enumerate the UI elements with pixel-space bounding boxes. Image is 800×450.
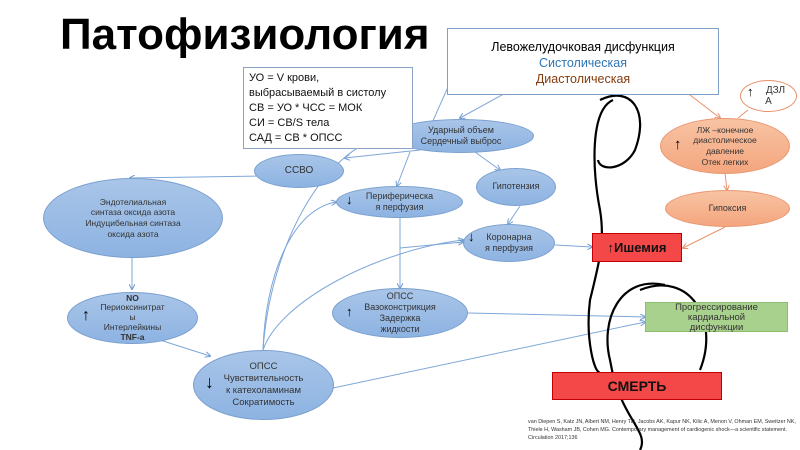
node-label: жидкости xyxy=(380,324,420,335)
node-ssvo: ССВО xyxy=(254,154,344,188)
node-label: Эндотелиальная xyxy=(99,196,167,207)
node-label: Коронарна xyxy=(486,231,532,242)
ischemia-box: ↑Ишемия xyxy=(592,233,682,262)
node-label: диастолическое xyxy=(693,135,757,146)
node-label: Гипоксия xyxy=(708,202,747,213)
node-label: ОПСС xyxy=(249,361,278,373)
node-label: ДЗЛ xyxy=(765,85,786,96)
node-label: ы xyxy=(129,312,136,323)
node-label: TNF-a xyxy=(120,331,145,342)
node-label: СМЕРТЬ xyxy=(607,378,667,394)
node-label: давление xyxy=(706,146,744,156)
formula-line: УО = V крови, выбрасываемый в систолу xyxy=(249,72,387,99)
node-label: Вазоконстрикция xyxy=(364,301,436,312)
node-label: Чувствительность xyxy=(223,373,304,385)
node-label: Ишемия xyxy=(614,240,667,255)
node-label: ОПСС xyxy=(386,290,414,301)
formula-line: СВ = УО * ЧСС = МОК xyxy=(249,102,363,114)
node-label: Отек легких xyxy=(701,156,749,167)
node-label: я перфузия xyxy=(484,243,534,253)
formula-line: СИ = СВ/S тела xyxy=(249,117,330,129)
node-label: синтаза оксида азота xyxy=(90,207,176,218)
node-label: Периоксинитрат xyxy=(100,302,165,313)
node-label: Ударный объем xyxy=(428,124,494,135)
lv-title: Левожелудочковая дисфункция xyxy=(491,40,675,54)
arrow-up-icon: ↑ xyxy=(82,307,90,324)
arrow-up-icon: ↑ xyxy=(607,240,615,255)
node-label: к катехоламинам xyxy=(226,385,301,396)
node-label: ЛЖ –конечное xyxy=(696,124,754,135)
node-label: Прогрессирование xyxy=(675,302,758,313)
node-label: оксида азота xyxy=(107,228,159,239)
arrow-down-icon: ↓ xyxy=(468,229,475,244)
diastolic-label: Диастолическая xyxy=(535,72,631,86)
formula-box: УО = V крови, выбрасываемый в систолу СВ… xyxy=(243,67,413,149)
arrow-up-icon: ↑ xyxy=(747,84,754,99)
arrow-up-icon: ↑ xyxy=(346,304,353,319)
node-label: ССВО xyxy=(284,164,314,176)
node-label: кардиальной xyxy=(687,312,746,323)
arrow-down-icon: ↓ xyxy=(346,192,353,207)
node-label: Сократимость xyxy=(232,396,295,408)
node-label: Гипотензия xyxy=(492,181,540,192)
node-label: А xyxy=(765,96,772,107)
node-hypoxia: Гипоксия xyxy=(665,190,790,227)
systolic-label: Систолическая xyxy=(539,56,627,70)
slide-title: Патофизиология xyxy=(60,10,430,59)
death-box: СМЕРТЬ xyxy=(552,372,722,400)
node-label: дисфункции xyxy=(689,322,744,333)
node-label: Задержка xyxy=(379,313,421,323)
node-hypotension: Гипотензия xyxy=(476,168,556,206)
node-label: NO xyxy=(126,292,139,303)
formula-line: САД = СВ * ОПСС xyxy=(249,132,343,144)
node-label: Интерлейкины xyxy=(103,321,162,332)
citation: van Diepen S, Katz JN, Albert NM, Henry … xyxy=(528,419,796,441)
arrow-down-icon: ↓ xyxy=(205,372,214,392)
node-label: Периферическа xyxy=(365,190,434,201)
arrow-up-icon: ↑ xyxy=(674,136,682,153)
node-label: Сердечный выброс xyxy=(420,136,502,146)
lv-dysfunction-box: Левожелудочковая дисфункция Систолическа… xyxy=(447,28,719,95)
node-label: я перфузия xyxy=(375,202,424,212)
node-label: Индуцибельная синтаза xyxy=(85,218,181,228)
